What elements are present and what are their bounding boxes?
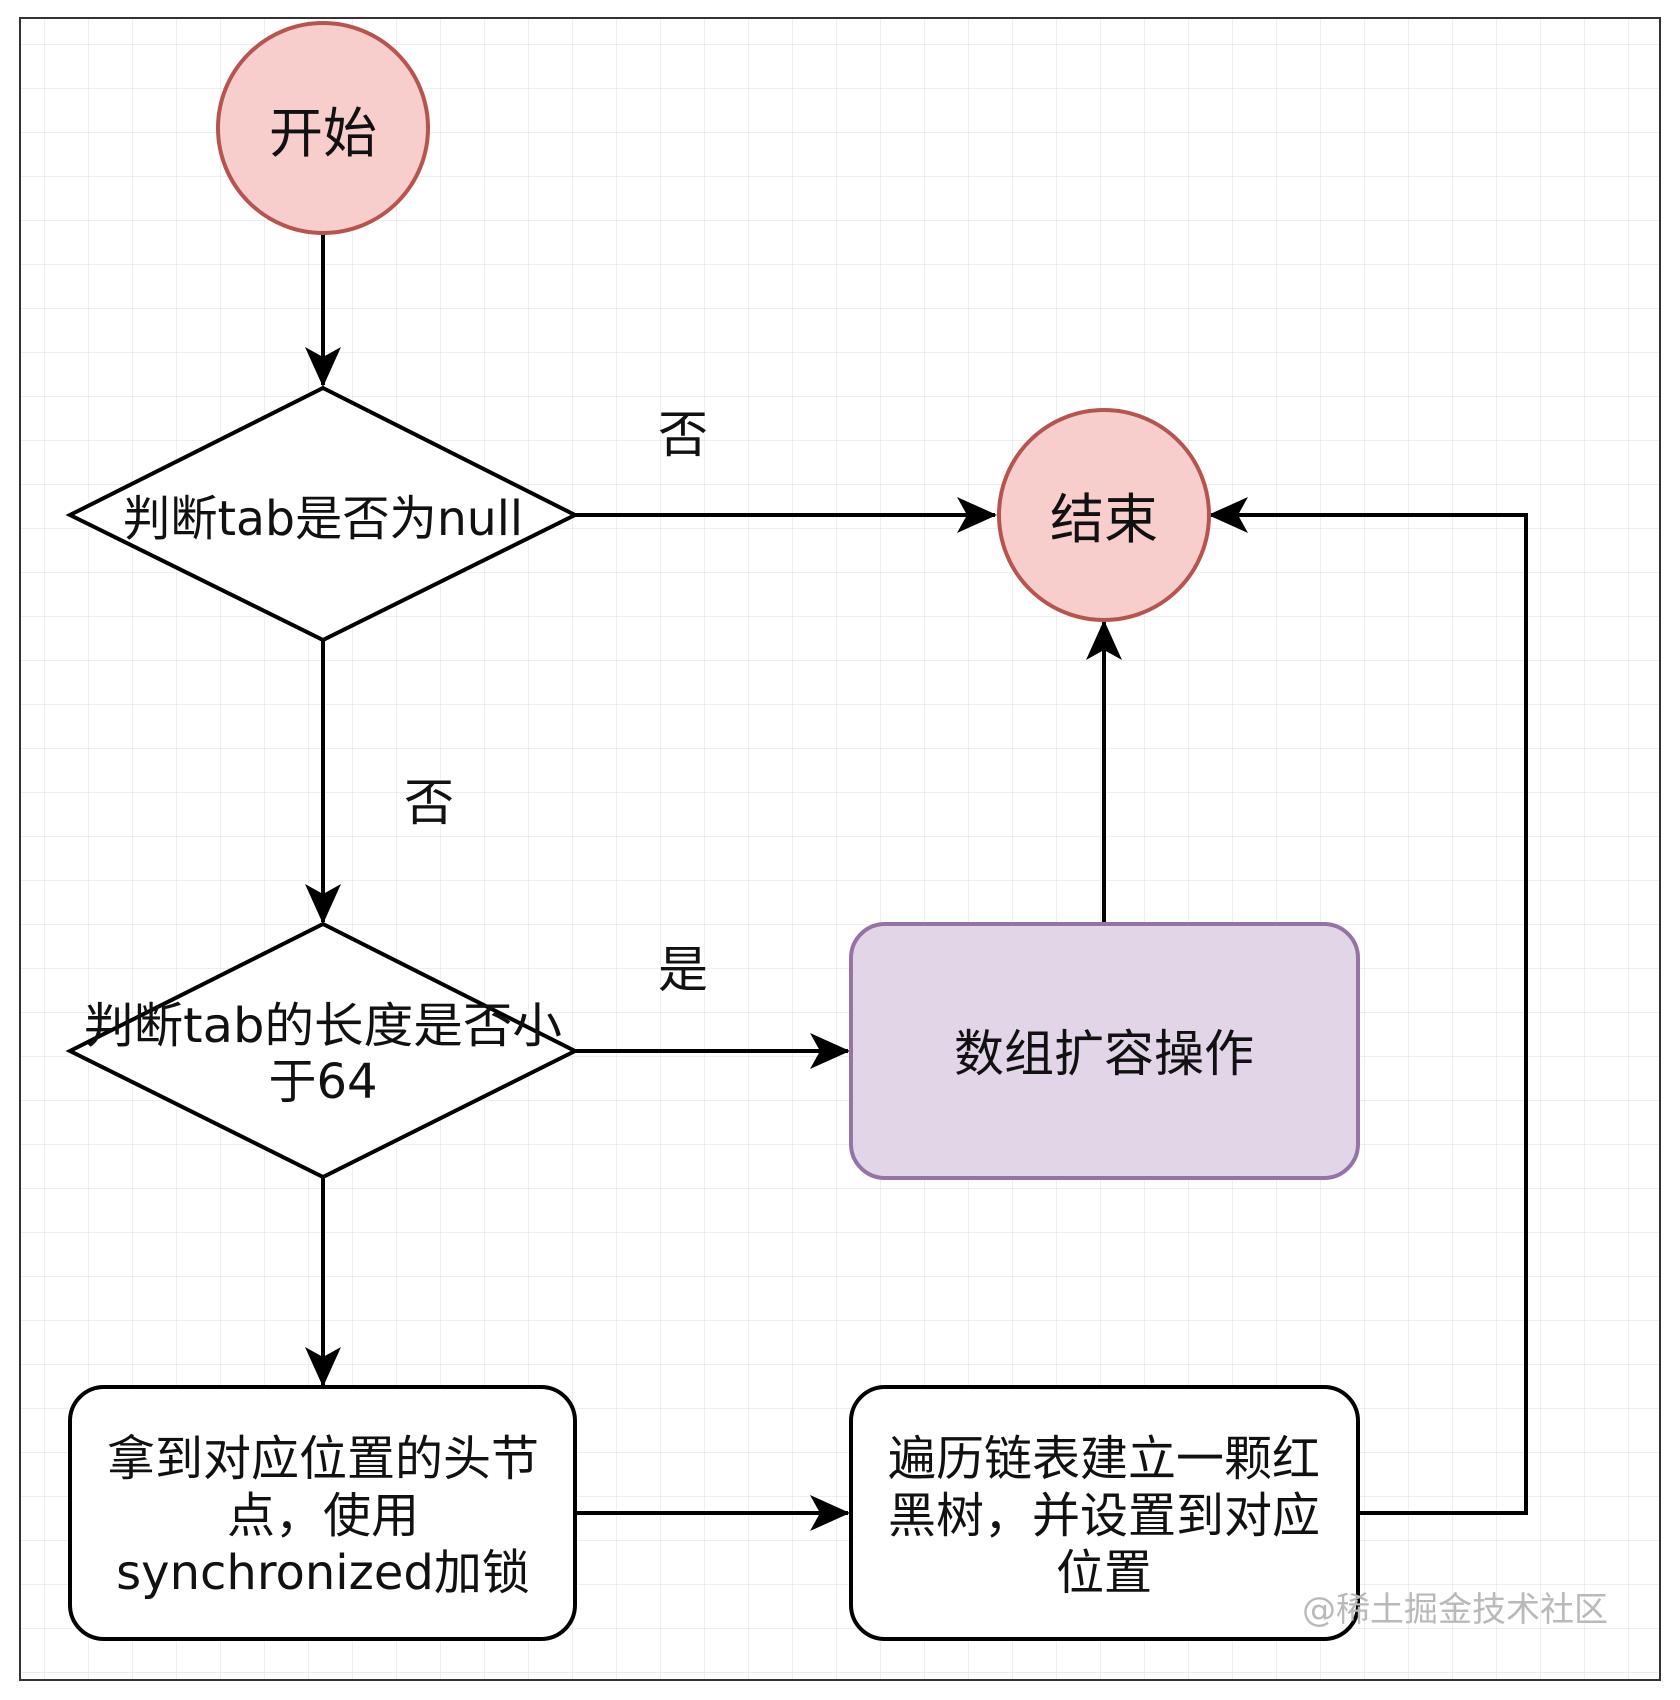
tree-line-1: 遍历链表建立一颗红	[888, 1431, 1320, 1487]
lock-line-3: synchronized加锁	[116, 1545, 530, 1601]
start-node: 开始	[216, 21, 430, 235]
start-label: 开始	[269, 102, 377, 165]
edge-label-len-to-expand: 是	[658, 941, 708, 999]
edge-label-null-to-len: 否	[404, 774, 454, 832]
lock-line-2: 点，使用	[227, 1488, 419, 1544]
end-label: 结束	[1050, 488, 1158, 551]
tree-node: 遍历链表建立一颗红 黑树，并设置到对应 位置	[849, 1385, 1360, 1641]
decision-len-node: 判断tab的长度是否小 于64	[65, 921, 580, 1180]
expand-node: 数组扩容操作	[849, 922, 1360, 1180]
start-circle	[216, 21, 430, 235]
lock-node: 拿到对应位置的头节 点，使用 synchronized加锁	[68, 1385, 577, 1641]
expand-label: 数组扩容操作	[954, 1025, 1254, 1083]
decision-len-diamond	[65, 921, 580, 1180]
lock-line-1: 拿到对应位置的头节	[107, 1431, 539, 1487]
end-circle	[997, 408, 1211, 622]
tree-line-3: 位置	[1056, 1545, 1152, 1601]
watermark: @稀土掘金技术社区	[1302, 1590, 1608, 1630]
lock-box	[68, 1385, 577, 1641]
expand-box	[849, 922, 1360, 1180]
edges	[305, 233, 1528, 1531]
decision-null-label: 判断tab是否为null	[123, 491, 523, 547]
tree-box	[849, 1385, 1360, 1641]
edge-tree-to-end	[1208, 497, 1528, 1515]
edge-label-null-to-end: 否	[658, 406, 708, 464]
decision-len-line-2: 于64	[268, 1054, 377, 1110]
tree-line-2: 黑树，并设置到对应	[888, 1488, 1320, 1544]
decision-len-line-1: 判断tab的长度是否小	[84, 998, 562, 1054]
decision-null-diamond	[65, 385, 580, 643]
end-node: 结束	[997, 408, 1211, 622]
decision-null-node: 判断tab是否为null	[65, 385, 580, 643]
